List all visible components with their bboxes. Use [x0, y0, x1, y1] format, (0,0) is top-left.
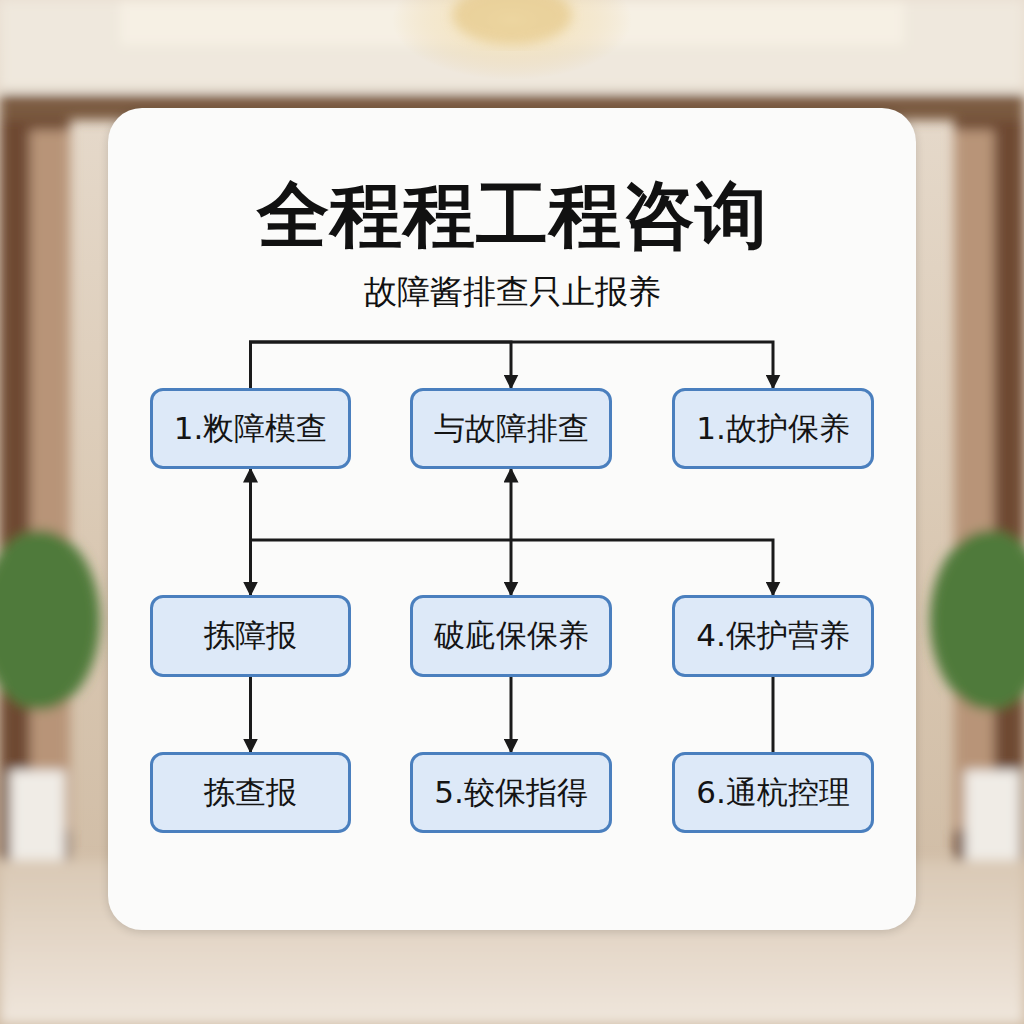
process-box: 6.通杭控理 [672, 752, 874, 833]
box-label: 拣障报 [204, 615, 297, 657]
process-box: 4.保护营养 [672, 595, 874, 677]
box-label: 6.通杭控理 [696, 772, 850, 814]
connector-arrow [251, 469, 774, 595]
connector-arrow [772, 677, 775, 752]
box-label: 1.敉障模查 [174, 408, 328, 450]
process-box: 1.敉障模查 [150, 388, 351, 469]
process-box: 破庛保保养 [410, 595, 612, 677]
box-label: 5.较保指得 [434, 772, 588, 814]
connector-arrow [249, 469, 252, 595]
connector-arrow [251, 342, 774, 388]
process-box: 拣查报 [150, 752, 351, 833]
box-label: 破庛保保养 [434, 615, 589, 657]
box-label: 1.故护保养 [696, 408, 850, 450]
box-label: 与故障排查 [434, 408, 589, 450]
box-label: 4.保护营养 [696, 615, 850, 657]
connector-arrow [251, 342, 512, 388]
subtitle: 故障酱排查只止报养 [108, 270, 916, 315]
process-box: 5.较保指得 [410, 752, 612, 833]
box-label: 拣查报 [204, 772, 297, 814]
connector-arrow [249, 677, 252, 752]
process-box: 1.故护保养 [672, 388, 874, 469]
process-box: 与故障排查 [410, 388, 612, 469]
title: 全程程工程咨询 [108, 168, 916, 264]
process-box: 拣障报 [150, 595, 351, 677]
connector-arrow [510, 469, 513, 595]
connector-arrow [510, 677, 513, 752]
